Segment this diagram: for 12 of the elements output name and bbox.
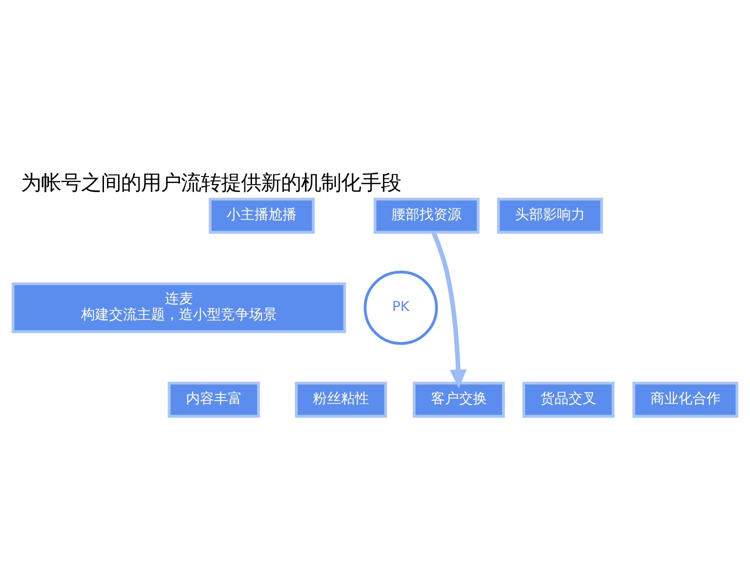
node-box: 商业化合作 — [632, 382, 738, 418]
diagram-title: 为帐号之间的用户流转提供新的机制化手段 — [21, 170, 402, 195]
node-circle: PK — [364, 270, 438, 345]
node-box: 客户交换 — [412, 382, 505, 418]
node-box: 连麦 构建交流主题，造小型竞争场景 — [12, 282, 346, 334]
node-box: 货品交叉 — [522, 382, 614, 418]
node-box: 头部影响力 — [497, 198, 603, 234]
node-box: 小主播尬播 — [208, 198, 315, 234]
node-box: 内容丰富 — [168, 382, 260, 418]
node-box: 腰部找资源 — [374, 198, 480, 234]
node-box: 粉丝粘性 — [294, 382, 387, 418]
arrow — [432, 232, 467, 389]
